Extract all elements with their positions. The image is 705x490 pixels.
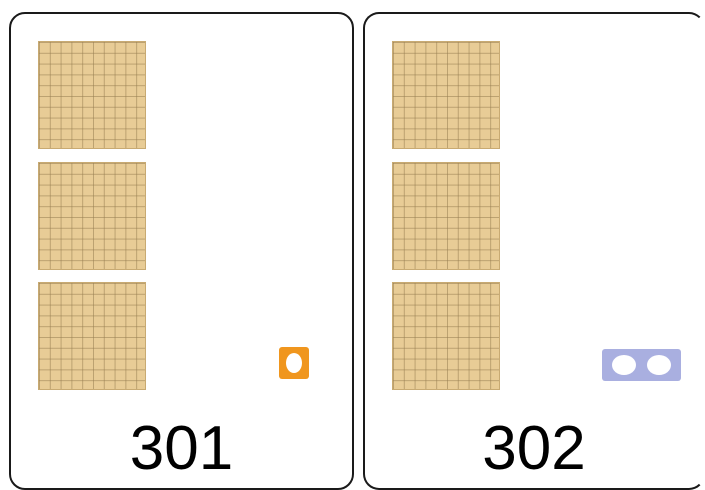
ones-unit-block [279, 347, 309, 379]
unit-hole [286, 353, 302, 373]
number-card-301: 301 [9, 12, 354, 490]
unit-hole [612, 355, 636, 375]
unit-hole [647, 355, 671, 375]
hundreds-flat [38, 282, 146, 390]
number-label: 302 [365, 414, 703, 484]
hundreds-flat [38, 162, 146, 270]
number-card-302: 302 [363, 12, 705, 490]
hundreds-flat [38, 41, 146, 149]
ones-unit-block [602, 349, 681, 381]
hundreds-flat [392, 282, 500, 390]
number-label: 301 [11, 414, 352, 484]
hundreds-flat [392, 41, 500, 149]
hundreds-flat [392, 162, 500, 270]
